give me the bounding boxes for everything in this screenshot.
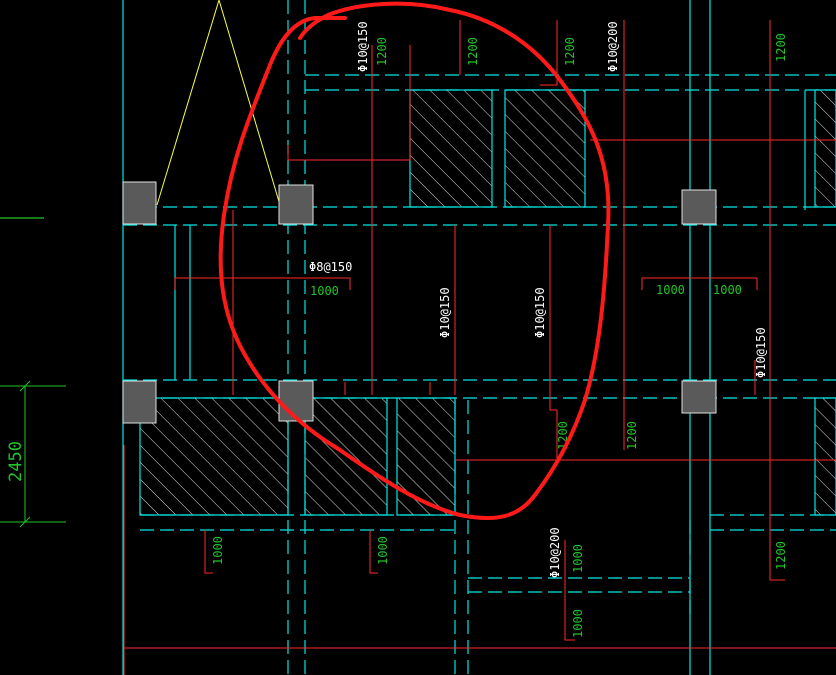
rebar-line-11 [769, 20, 785, 581]
rebar-label-mid-3: Φ10@150 [533, 287, 547, 338]
labels: Φ10@150 Φ10@200 Φ8@150 Φ10@150 Φ10@150 Φ… [6, 21, 788, 638]
length-label-1000-g: 1000 [571, 609, 585, 638]
rebar-line-16 [204, 530, 213, 574]
hatched-slab-6 [814, 89, 836, 208]
rebar-lines [123, 20, 836, 675]
length-label-1200-a: 1200 [375, 37, 389, 66]
rebar-label-bottom: Φ10@200 [548, 527, 562, 578]
rebar-label-mid-1: Φ8@150 [309, 260, 352, 274]
length-label-1000-c: 1000 [713, 283, 742, 297]
columns [122, 181, 717, 424]
hatched-slab-1 [409, 89, 493, 208]
rebar-label-right: Φ10@150 [754, 327, 768, 378]
column-6 [681, 380, 717, 414]
column-1 [122, 181, 157, 225]
length-label-1200-d: 1200 [774, 33, 788, 62]
rebar-line-9 [174, 277, 351, 290]
length-label-1000-e: 1000 [376, 536, 390, 565]
length-label-1200-b: 1200 [466, 37, 480, 66]
length-label-1000-a: 1000 [310, 284, 339, 298]
length-label-1200-f: 1200 [625, 421, 639, 450]
hatched-slabs [139, 89, 836, 516]
rebar-line-10 [641, 277, 758, 290]
rebar-label-mid-2: Φ10@150 [438, 287, 452, 338]
length-label-1200-g: 1200 [774, 541, 788, 570]
rebar-line-1 [287, 45, 411, 161]
annotation-circle [218, 1, 611, 520]
dimension-label-2450: 2450 [6, 441, 26, 482]
rebar-label-top-2: Φ10@200 [606, 21, 620, 72]
rebar-line-6 [549, 225, 558, 465]
hatched-slab-2 [504, 89, 586, 208]
triangle-outline [156, 0, 281, 206]
hatched-slab-3 [139, 397, 289, 516]
rebar-label-top-1: Φ10@150 [356, 21, 370, 72]
length-label-1000-f: 1000 [571, 544, 585, 573]
dimension-2450 [0, 380, 66, 528]
column-4 [122, 380, 157, 424]
length-label-1000-d: 1000 [211, 536, 225, 565]
rebar-line-17 [369, 530, 378, 574]
hatched-slab-7 [814, 397, 836, 516]
column-5 [278, 380, 314, 422]
rebar-line-4 [540, 20, 558, 86]
length-label-1200-c: 1200 [563, 37, 577, 66]
column-2 [278, 184, 314, 225]
column-3 [681, 189, 717, 225]
rebar-line-18 [564, 540, 575, 641]
length-label-1000-b: 1000 [656, 283, 685, 297]
hatched-slab-5 [396, 397, 456, 516]
